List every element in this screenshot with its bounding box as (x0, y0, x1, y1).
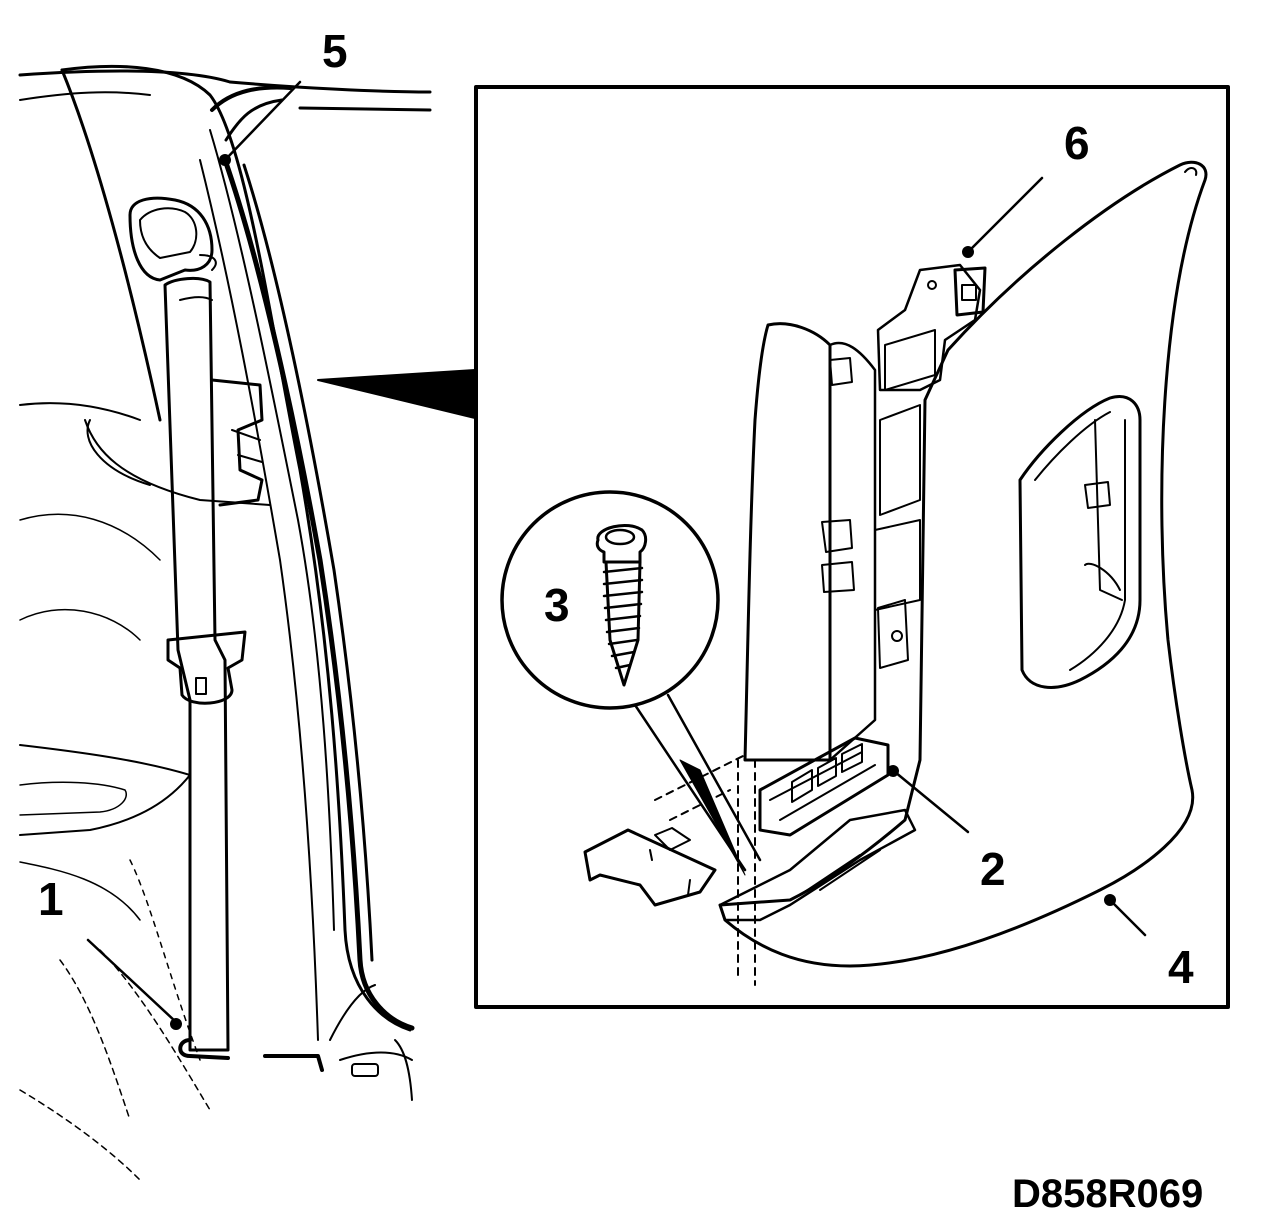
lower-belt-anchor-clip (178, 1038, 230, 1060)
upper-trim-panel (743, 322, 832, 762)
callout-1: 1 (38, 873, 64, 925)
leader-2 (887, 765, 970, 834)
leader-5 (219, 80, 302, 166)
upper-clip (953, 266, 987, 317)
callout-2: 2 (980, 843, 1006, 895)
leader-4 (1104, 894, 1147, 937)
trim-window-opening (1018, 395, 1142, 689)
belt-upper-anchor (128, 196, 214, 282)
detail-pointer (317, 369, 476, 419)
lower-trim-panel (718, 160, 1208, 968)
callout-5: 5 (322, 25, 348, 77)
screw-detail (500, 490, 762, 876)
leader-1 (86, 938, 182, 1030)
callout-4: 4 (1168, 941, 1194, 993)
belt-guide (166, 630, 247, 705)
seatbelt-webbing (163, 276, 230, 1052)
callout-6: 6 (1064, 117, 1090, 169)
upper-pillar-trim (60, 64, 412, 1032)
detail-trim-view (583, 160, 1208, 986)
vehicle-interior-view (18, 64, 432, 1181)
callout-3: 3 (544, 579, 570, 631)
floor-bracket (583, 828, 717, 907)
detail-frame (474, 85, 1230, 1009)
figure-code: D858R069 (1012, 1172, 1204, 1216)
leader-6 (962, 176, 1044, 258)
sill-clip-strip (758, 736, 890, 837)
